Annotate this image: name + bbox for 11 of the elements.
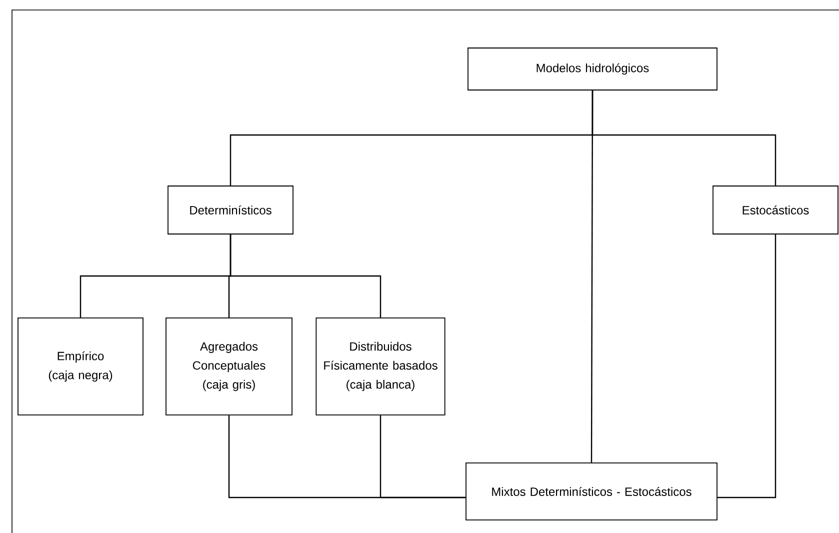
connector-line <box>717 234 776 498</box>
category-box: Mixtos Determinísticos - Estocásticos <box>466 462 718 520</box>
category-box: Distribuidos Físicamente basados (caja blanca) <box>316 318 446 416</box>
category-box: Estocásticos <box>712 186 838 234</box>
category-box: Empírico (caja negra) <box>18 318 144 416</box>
category-box: Modelos hidrológicos <box>468 48 718 90</box>
category-box: Agregados Conceptuales (caja gris) <box>166 318 292 416</box>
connector-line <box>230 234 382 318</box>
connector-line <box>380 415 466 498</box>
connector-line <box>590 90 594 463</box>
category-box: Determinísticos <box>168 186 294 234</box>
